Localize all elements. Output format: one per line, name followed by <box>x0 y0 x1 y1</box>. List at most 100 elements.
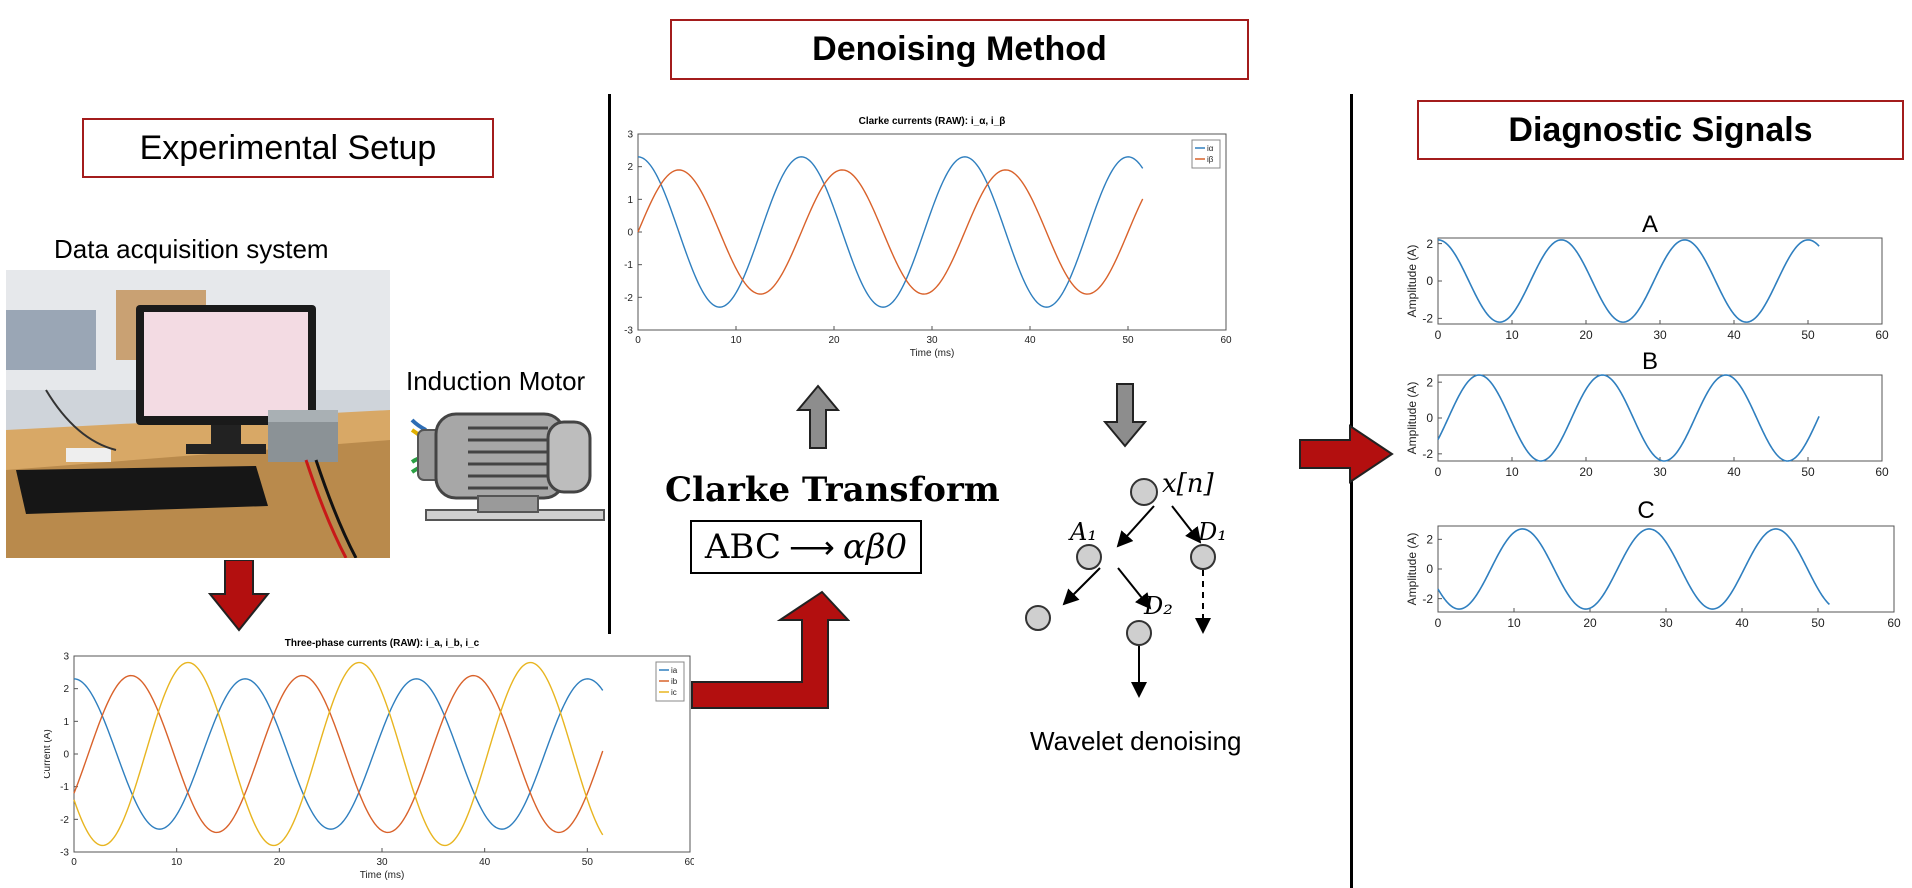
experimental-setup-title-box: Experimental Setup <box>82 118 494 178</box>
plot-frame <box>73 655 691 853</box>
tree-node-a1 <box>1076 544 1102 570</box>
x-tick-label: 50 <box>582 857 594 868</box>
clarke-transform-title: Clarke Transform <box>665 470 1000 510</box>
x-tick-label: 0 <box>1435 616 1442 630</box>
plot-frame <box>1437 374 1883 462</box>
denoising-method-title: Denoising Method <box>812 30 1107 68</box>
y-tick-label: 2 <box>1426 533 1433 547</box>
red-elbow-arrow-icon <box>691 590 850 709</box>
experimental-setup-title: Experimental Setup <box>139 128 437 167</box>
x-tick-label: 30 <box>926 335 938 346</box>
x-tick-label: 40 <box>1024 335 1036 346</box>
chart-title: Clarke currents (RAW): i_α, i_β <box>859 116 1006 127</box>
y-axis-label: Amplitude <box>616 209 617 254</box>
tree-node-d2 <box>1126 620 1152 646</box>
legend-label: ic <box>671 688 677 697</box>
denoising-method-title-box: Denoising Method <box>670 19 1249 80</box>
x-tick-label: 30 <box>376 857 388 868</box>
y-tick-label: 0 <box>63 750 69 761</box>
x-tick-label: 50 <box>1801 465 1815 479</box>
chart-title: B <box>1642 348 1658 375</box>
gray-arrow-up-icon <box>796 384 840 449</box>
y-tick-label: 1 <box>63 717 69 728</box>
clarke-to-label: αβ0 <box>842 527 908 567</box>
legend-label: ia <box>671 666 678 675</box>
x-tick-label: 40 <box>1727 465 1741 479</box>
clarke-from-label: ABC <box>704 527 782 567</box>
series-line <box>637 169 1144 295</box>
red-arrow-down-icon <box>208 560 270 632</box>
plot-frame <box>1437 525 1895 613</box>
x-tick-label: 20 <box>1579 465 1593 479</box>
clarke-transform-box: ABC ⟶ αβ0 <box>690 520 922 574</box>
x-tick-label: 60 <box>1220 335 1232 346</box>
x-tick-label: 30 <box>1653 465 1667 479</box>
tree-label-d1: D₁ <box>1197 518 1227 546</box>
x-tick-label: 60 <box>1875 328 1889 342</box>
tree-node-a2 <box>1025 605 1051 631</box>
daq-photo <box>6 270 390 558</box>
y-tick-label: -3 <box>60 848 69 859</box>
y-tick-label: 3 <box>63 652 69 663</box>
chart-title: A <box>1642 211 1658 238</box>
x-tick-label: 0 <box>71 857 77 868</box>
y-tick-label: 2 <box>1426 237 1433 251</box>
series-line <box>73 674 604 834</box>
x-tick-label: 10 <box>1507 616 1521 630</box>
chart-title: Three-phase currents (RAW): i_a, i_b, i_… <box>285 638 480 649</box>
x-tick-label: 40 <box>479 857 491 868</box>
tree-label-a1: A₁ <box>1068 518 1097 546</box>
y-tick-label: -2 <box>624 293 633 304</box>
y-tick-label: 3 <box>627 130 633 141</box>
y-tick-label: 0 <box>627 228 633 239</box>
y-tick-label: 2 <box>1426 375 1433 389</box>
y-axis-label: Amplitude (A) <box>1405 533 1419 606</box>
y-tick-label: 0 <box>1426 562 1433 576</box>
x-tick-label: 10 <box>1505 328 1519 342</box>
divider-left <box>608 94 611 634</box>
x-axis-label: Time (ms) <box>910 348 955 359</box>
x-tick-label: 50 <box>1801 328 1815 342</box>
y-tick-label: 0 <box>1426 274 1433 288</box>
diagnostic-signals-title-box: Diagnostic Signals <box>1417 100 1904 160</box>
series-line <box>73 661 604 847</box>
y-axis-label: Amplitude (A) <box>1405 245 1419 318</box>
x-tick-label: 50 <box>1811 616 1825 630</box>
legend <box>1191 139 1221 169</box>
legend-label: iβ <box>1207 155 1214 164</box>
x-tick-label: 60 <box>1887 616 1901 630</box>
induction-motor-icon <box>410 412 605 521</box>
series-line <box>1437 528 1830 610</box>
x-tick-label: 10 <box>171 857 183 868</box>
red-arrow-right-icon <box>1299 424 1394 484</box>
x-tick-label: 30 <box>1659 616 1673 630</box>
x-tick-label: 20 <box>274 857 286 868</box>
tree-label-d2: D₂ <box>1143 592 1173 620</box>
wavelet-tree-diagram: x[n] A₁ D₁ D₂ <box>1025 469 1227 698</box>
y-tick-label: -1 <box>60 782 69 793</box>
x-tick-label: 40 <box>1735 616 1749 630</box>
motor-label: Induction Motor <box>406 366 586 396</box>
x-tick-label: 20 <box>828 335 840 346</box>
arrow-right-icon: ⟶ <box>789 529 835 565</box>
daq-label: Data acquisition system <box>54 234 329 264</box>
y-tick-label: 2 <box>63 684 69 695</box>
y-tick-label: 1 <box>627 195 633 206</box>
tree-label-root: x[n] <box>1162 469 1215 499</box>
x-tick-label: 20 <box>1579 328 1593 342</box>
y-tick-label: -2 <box>1422 312 1433 326</box>
x-tick-label: 60 <box>1875 465 1889 479</box>
legend-label: iα <box>1207 144 1214 153</box>
x-tick-label: 10 <box>730 335 742 346</box>
y-tick-label: -3 <box>624 326 633 337</box>
y-axis-label: Amplitude (A) <box>1405 382 1419 455</box>
diagnostic-signals-title: Diagnostic Signals <box>1508 110 1813 149</box>
tree-node-root <box>1130 478 1158 506</box>
series-line <box>1437 374 1820 462</box>
legend-label: ib <box>671 677 678 686</box>
